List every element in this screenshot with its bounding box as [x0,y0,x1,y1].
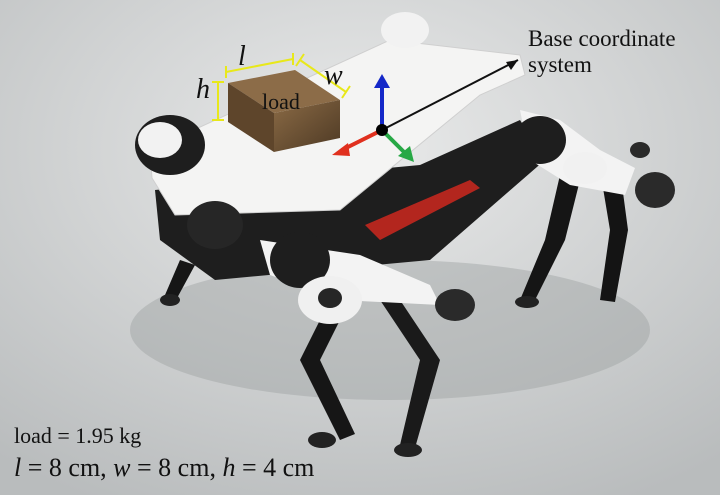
robot-hips [135,12,675,324]
caption-h-value: = 4 cm [235,453,315,482]
dimension-l-label: l [238,41,246,72]
x-axis-arrow [341,128,383,152]
load-mass-caption: load = 1.95 kg [14,423,142,448]
load-label: load [262,89,300,114]
load-box [228,70,340,152]
caption-h: h [222,453,236,482]
caption-w-value: = 8 cm, [130,453,223,482]
caption-l: l [14,453,22,482]
dimension-w-label: w [324,60,343,91]
base-frame [332,59,519,162]
red-handle [365,180,480,240]
base-frame-label: Base coordinate system [528,26,676,78]
robot-shadow [130,260,650,400]
caption-w: w [113,453,131,482]
robot-legs [160,170,628,457]
dimension-lines [212,53,351,121]
dimension-h-label: h [196,74,210,105]
load-dimensions-caption: l = 8 cm, w = 8 cm, h = 4 cm [14,455,314,481]
caption-l-value: = 8 cm, [21,453,114,482]
